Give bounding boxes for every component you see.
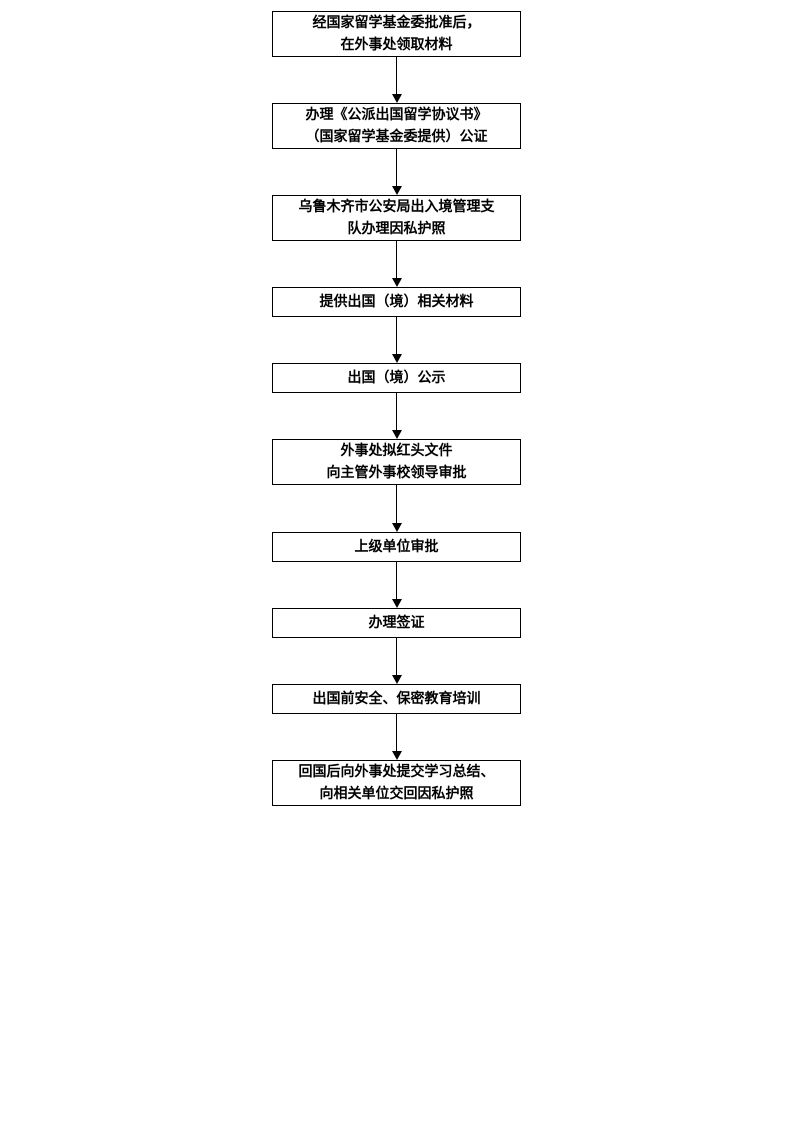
step-box-9: 出国前安全、保密教育培训 xyxy=(272,684,521,714)
arrow-5-head xyxy=(392,430,402,439)
step-8-line-1: 办理签证 xyxy=(368,615,425,631)
arrow-7-shaft xyxy=(396,562,398,599)
arrow-9-shaft xyxy=(396,714,398,751)
step-4-line-1: 提供出国（境）相关材料 xyxy=(319,294,474,310)
step-3-line-1: 乌鲁木齐市公安局出入境管理支 xyxy=(298,199,495,215)
step-box-10: 回国后向外事处提交学习总结、 向相关单位交回因私护照 xyxy=(272,760,521,806)
arrow-6-shaft xyxy=(396,485,398,523)
step-box-8: 办理签证 xyxy=(272,608,521,638)
arrow-1-shaft xyxy=(396,57,398,94)
step-10-line-1: 回国后向外事处提交学习总结、 xyxy=(298,764,495,780)
step-2-line-1: 办理《公派出国留学协议书》 xyxy=(305,107,488,123)
arrow-3-shaft xyxy=(396,241,398,278)
step-1-line-2: 在外事处领取材料 xyxy=(340,37,453,53)
step-6-line-2: 向主管外事校领导审批 xyxy=(326,465,467,481)
arrow-4-shaft xyxy=(396,317,398,354)
step-3-line-2: 队办理因私护照 xyxy=(347,221,446,237)
arrow-1-head xyxy=(392,94,402,103)
step-box-6: 外事处拟红头文件 向主管外事校领导审批 xyxy=(272,439,521,485)
step-6-line-1: 外事处拟红头文件 xyxy=(340,443,453,459)
step-9-line-1: 出国前安全、保密教育培训 xyxy=(312,691,481,707)
step-box-2: 办理《公派出国留学协议书》 （国家留学基金委提供）公证 xyxy=(272,103,521,149)
step-10-line-2: 向相关单位交回因私护照 xyxy=(319,786,474,802)
arrow-2-shaft xyxy=(396,149,398,186)
arrow-8-head xyxy=(392,675,402,684)
arrow-9-head xyxy=(392,751,402,760)
arrow-4-head xyxy=(392,354,402,363)
step-box-5: 出国（境）公示 xyxy=(272,363,521,393)
step-1-line-1: 经国家留学基金委批准后， xyxy=(312,15,481,31)
arrow-8-shaft xyxy=(396,638,398,675)
arrow-3-head xyxy=(392,278,402,287)
step-7-line-1: 上级单位审批 xyxy=(354,539,439,555)
step-box-4: 提供出国（境）相关材料 xyxy=(272,287,521,317)
step-box-1: 经国家留学基金委批准后， 在外事处领取材料 xyxy=(272,11,521,57)
step-2-line-2: （国家留学基金委提供）公证 xyxy=(305,129,488,145)
arrow-5-shaft xyxy=(396,393,398,430)
step-box-7: 上级单位审批 xyxy=(272,532,521,562)
arrow-6-head xyxy=(392,523,402,532)
arrow-7-head xyxy=(392,599,402,608)
step-box-3: 乌鲁木齐市公安局出入境管理支 队办理因私护照 xyxy=(272,195,521,241)
arrow-2-head xyxy=(392,186,402,195)
step-5-line-1: 出国（境）公示 xyxy=(347,370,446,386)
